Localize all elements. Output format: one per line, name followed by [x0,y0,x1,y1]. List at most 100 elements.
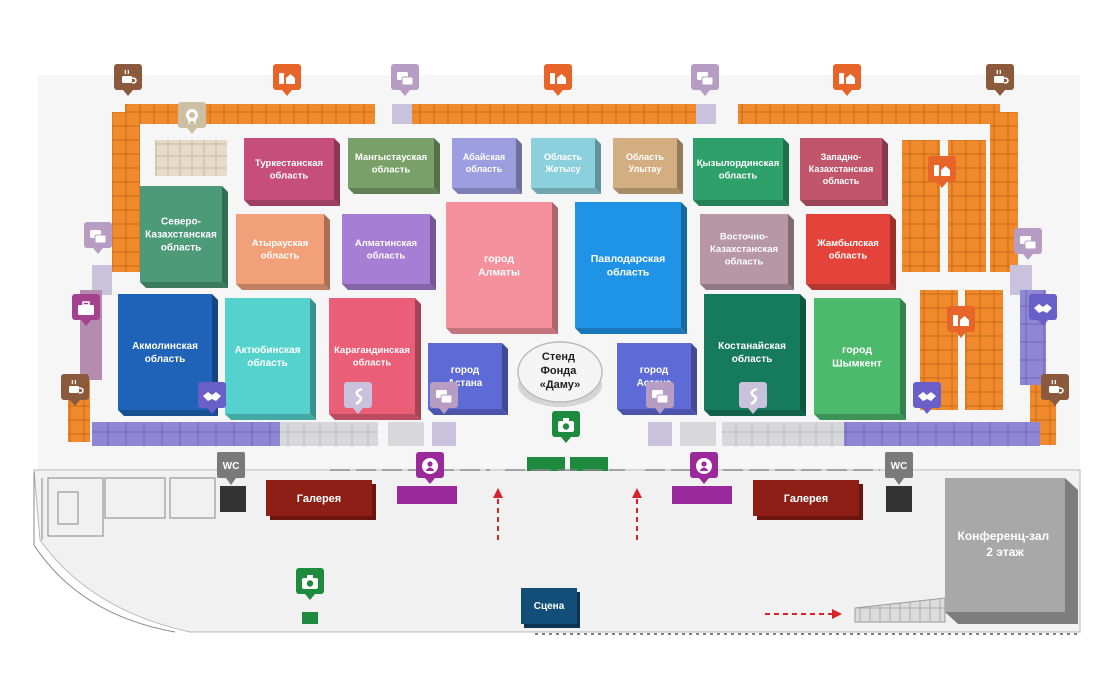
stand-label-line: Северо- [161,216,201,227]
chat-icon [397,72,414,86]
food-marker [928,156,956,188]
food-icon [953,315,969,326]
stage: Сцена [521,588,580,628]
stand-label-line: Туркестанская [255,158,323,169]
stand-label-line: Область [626,152,664,162]
building-outline [33,472,216,633]
wc-right-label: WC [891,461,908,472]
stand-label-line: область [270,170,309,181]
gallery-left: Галерея [266,480,376,520]
chat-marker [391,64,419,96]
handshake-icon [203,392,221,401]
coffee-marker [61,374,89,406]
map-markers [61,64,1069,600]
stand-label-line: Жетысу [544,164,580,174]
handshake-marker [1029,294,1057,326]
conference-line-2: 2 этаж [986,545,1024,559]
stand-label-line: Астана [448,378,483,389]
stand-label-line: город [484,253,514,265]
food-marker [833,64,861,96]
gallery-left-label: Галерея [297,493,341,505]
beige-booths [155,140,227,176]
stand-label-line: область [823,176,860,186]
gallery-right: Галерея [753,480,863,520]
chat-marker [691,64,719,96]
coffee-marker [114,64,142,96]
info-desk-right [672,486,732,504]
food-icon [550,73,566,84]
award-marker [178,102,206,134]
stand-label-line: город [842,344,872,356]
camera-marker [552,411,580,443]
stand-label-line: Костанайская [718,341,786,352]
conference-line-1: Конференц-зал [958,529,1050,543]
chat-icon [1020,236,1037,250]
brand-marker [344,382,372,414]
stand-label-line: область [145,353,186,365]
chat-icon [697,72,714,86]
chat-marker [646,382,674,414]
food-icon [934,165,950,176]
wc-right: WC [885,452,913,512]
stand-label-line: Область [544,152,582,162]
award-icon [186,109,198,125]
stand-label-line: область [367,250,406,261]
stand-label-line: область [725,257,764,268]
stand-label-line: Казахстанская [710,244,778,255]
stand-label-line: Абайская [463,152,505,162]
camera-icon [302,575,318,589]
damu-line-1: Стенд [542,351,575,363]
food-icon [279,73,295,84]
food-marker [947,306,975,338]
stairs [854,597,946,623]
coffee-icon [994,69,1009,84]
coffee-icon [122,69,137,84]
chat-marker [1014,228,1042,260]
stage-label: Сцена [534,601,565,612]
stand-label-line: область [353,357,392,368]
stand-label-line: Акмолинская [132,341,198,352]
food-icon [839,73,855,84]
svg-text:Стенд Фонда «Даму»: Стенд Фонда «Даму» [540,351,581,391]
gallery-right-label: Галерея [784,493,828,505]
stand-label-line: город [451,365,480,376]
stand-label-line: область [247,357,288,369]
camera-icon [558,418,574,432]
user-icon [696,458,712,474]
stand-label-line: Улытау [629,164,662,174]
damu-line-3: «Даму» [540,379,581,391]
conference-hall: Конференц-зал 2 этаж [945,478,1078,624]
camera-marker [296,568,324,600]
handshake-marker [198,382,226,414]
wc-left: WC [217,452,246,512]
stand-label-line: область [466,164,503,174]
wc-left-label: WC [223,461,240,472]
user-icon [422,458,438,474]
bottom-booth-row [92,422,1040,446]
food-marker [273,64,301,96]
stand-label-line: Алматинская [355,238,417,249]
stand-label-line: область [719,170,758,181]
stand-label-line: Актюбинская [235,344,301,356]
stand-label-line: Казахстанская [145,229,217,240]
